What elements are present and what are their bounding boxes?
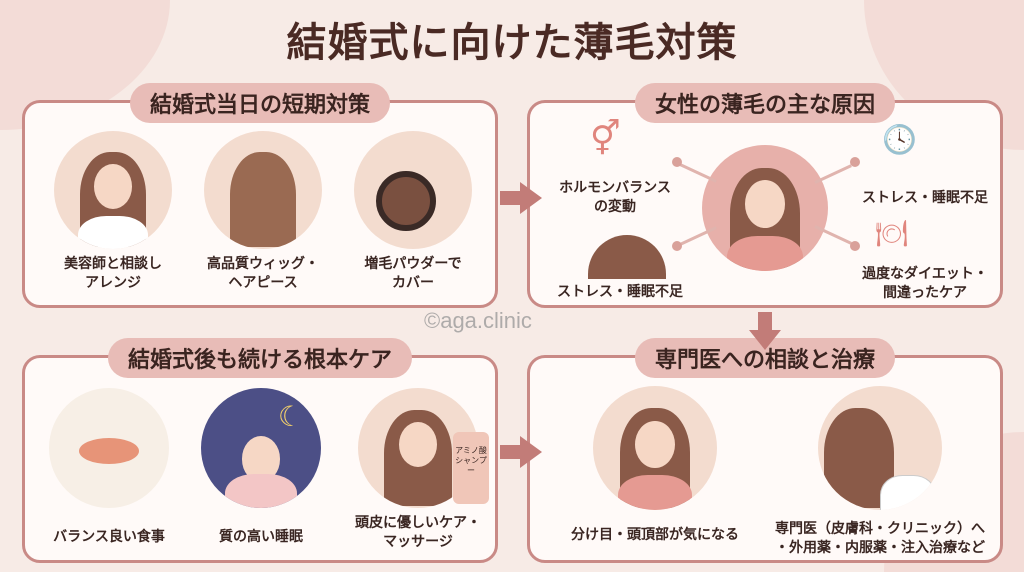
panel-heading: 結婚式当日の短期対策 [129,83,391,123]
bride-hairdresser-icon [54,131,172,249]
panel-heading: 専門医への相談と治療 [634,338,896,378]
magnifier-icon [593,386,717,510]
item-meal: バランス良い食事 [39,388,179,547]
item-label: 専門医（皮膚科・クリニック）へ [775,521,985,537]
item-label: ストレス・睡眠不足 [862,190,988,206]
item-part-check: 分け目・頭頂部が気になる [550,386,760,545]
meal-icon [49,388,169,508]
item-label: ヘアピース [228,274,298,291]
scalp-icon [588,235,666,279]
item-label: マッサージ [383,533,453,550]
arrow-down-icon [749,312,781,350]
doctor-icon [818,386,942,510]
item-hairdresser: 美容師と相談し アレンジ [43,131,183,293]
panel-causes: 女性の薄毛の主な原因 ⚥ ホルモンバランス の変動 ストレス・睡眠不足 🕓 スト… [527,83,1003,308]
item-doctor: 専門医（皮膚科・クリニック）へ ・外用薬・内服薬・注入治療など [760,386,1000,558]
cause-hormone: ホルモンバランス の変動 [550,179,680,217]
panel-heading: 女性の薄毛の主な原因 [634,83,896,123]
cause-stress: ストレス・睡眠不足 [850,189,1000,208]
item-label: 過度なダイエット・ [862,266,988,282]
item-label: 高品質ウィッグ・ [207,256,319,272]
stressed-worker-icon: 🕓 [882,123,917,156]
panel-long-term: 結婚式後も続ける根本ケア バランス良い食事 ☾ 質の高い睡眠 アミノ酸シャンプー… [22,338,498,563]
sleep-moon-icon: ☾ [201,388,321,508]
item-wig: 高品質ウィッグ・ ヘアピース [193,131,333,293]
page-title: 結婚式に向けた薄毛対策 [286,20,738,66]
powder-compact-icon [354,131,472,249]
item-powder: 増毛パウダーで カバー [343,131,483,293]
shampoo-bottle: アミノ酸シャンプー [453,432,489,504]
gender-symbol-icon: ⚥ [590,119,621,159]
item-label: 間違ったケア [883,284,967,301]
item-label: アレンジ [85,274,141,291]
item-label: ストレス・睡眠不足 [557,284,683,300]
panel-heading: 結婚式後も続ける根本ケア [107,338,413,378]
item-label: 質の高い睡眠 [219,529,303,545]
item-label: 美容師と相談し [64,256,162,272]
arrow-right-icon [500,436,542,468]
item-sleep: ☾ 質の高い睡眠 [191,388,331,547]
item-label: 分け目・頭頂部が気になる [571,527,739,543]
watermark: ©aga.clinic [424,308,532,333]
item-label: 増毛パウダーで [364,256,462,272]
cause-stress-scalp: ストレス・睡眠不足 [550,283,690,302]
panel-short-term: 結婚式当日の短期対策 美容師と相談し アレンジ 高品質ウィッグ・ ヘアピース 増… [22,83,498,308]
diet-shampoo-icon: 🍽 [875,219,909,249]
arrow-right-icon [500,182,542,214]
item-label: バランス良い食事 [53,529,165,545]
item-label: ・外用薬・内服薬・注入治療など [775,539,985,556]
woman-avatar-icon [702,145,828,271]
item-label: ホルモンバランス [559,180,671,196]
panel-treatment: 専門医への相談と治療 分け目・頭頂部が気になる 専門医（皮膚科・クリニック）へ … [527,338,1003,563]
item-label: カバー [392,274,434,291]
item-label: の変動 [594,198,636,215]
cause-diet: 過度なダイエット・ 間違ったケア [850,265,1000,303]
item-label: 頭皮に優しいケア・ [355,515,481,531]
wig-icon [204,131,322,249]
item-scalp-care: アミノ酸シャンプー 頭皮に優しいケア・ マッサージ [343,388,493,552]
